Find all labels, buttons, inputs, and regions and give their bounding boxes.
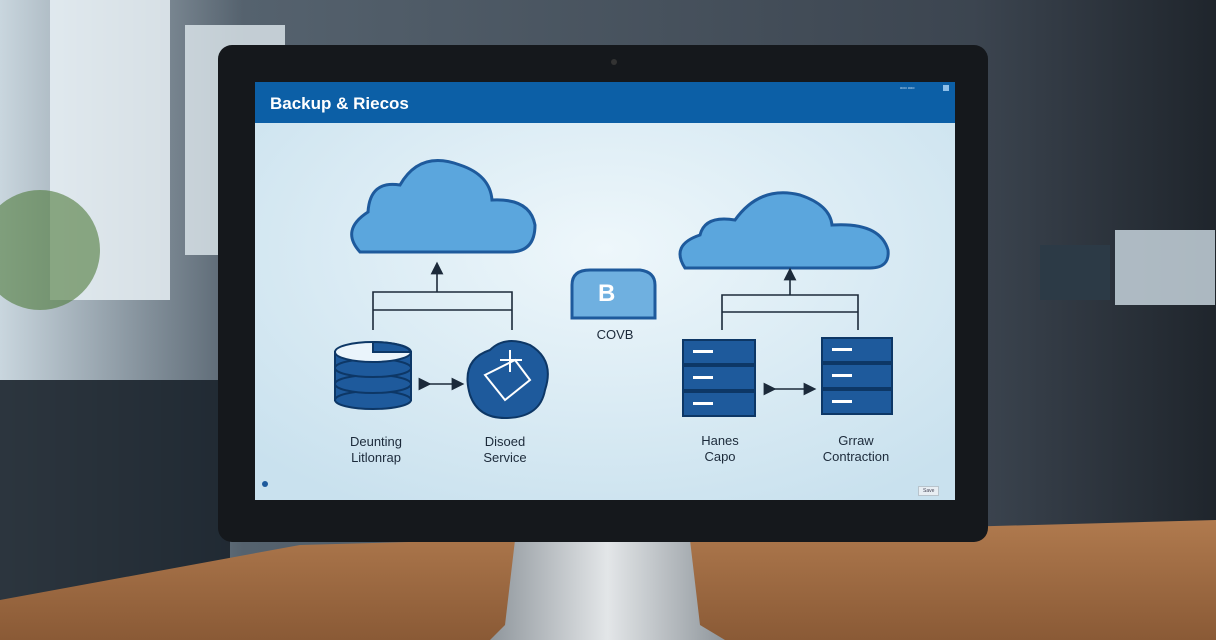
- plant: [0, 190, 100, 310]
- background-monitor: [1040, 245, 1110, 300]
- screen-header: [255, 82, 955, 123]
- node-label-line: Litlonrap: [351, 450, 401, 465]
- node-label-server-2: Grraw Contraction: [796, 433, 916, 465]
- node-label-server-1: Hanes Capo: [660, 433, 780, 465]
- background-monitor: [1115, 230, 1215, 305]
- cloud-icon: [350, 159, 537, 254]
- node-label-line: Grraw: [838, 433, 874, 448]
- node-label-line: Contraction: [822, 449, 890, 464]
- node-label-database: Deunting Litlonrap: [316, 434, 436, 466]
- status-icon: [262, 481, 268, 487]
- cloud-icon: [678, 191, 890, 270]
- database-icon: [334, 340, 412, 410]
- node-label-service: Disoed Service: [445, 434, 565, 466]
- connector-lines: [372, 261, 859, 396]
- center-badge-icon: [570, 268, 657, 320]
- server-icon: [821, 337, 893, 415]
- node-label-line: Deunting: [349, 434, 403, 449]
- webcam: [611, 59, 617, 65]
- page-title: Backup & Riecos: [270, 94, 409, 113]
- badge-letter: B: [598, 280, 616, 307]
- node-label-line: Hanes: [701, 433, 739, 448]
- network-icon: [466, 340, 549, 420]
- footer-button[interactable]: Save: [918, 486, 940, 496]
- server-icon: [682, 339, 756, 417]
- header-info: ooo ooo: [900, 85, 915, 90]
- window-control-icon[interactable]: [943, 85, 949, 91]
- node-label-line: Disoed: [484, 434, 526, 449]
- badge-label: COVB: [596, 327, 634, 342]
- monitor-stand: [490, 540, 725, 640]
- node-label-line: Capo: [704, 449, 736, 464]
- node-label-line: Service: [483, 450, 527, 465]
